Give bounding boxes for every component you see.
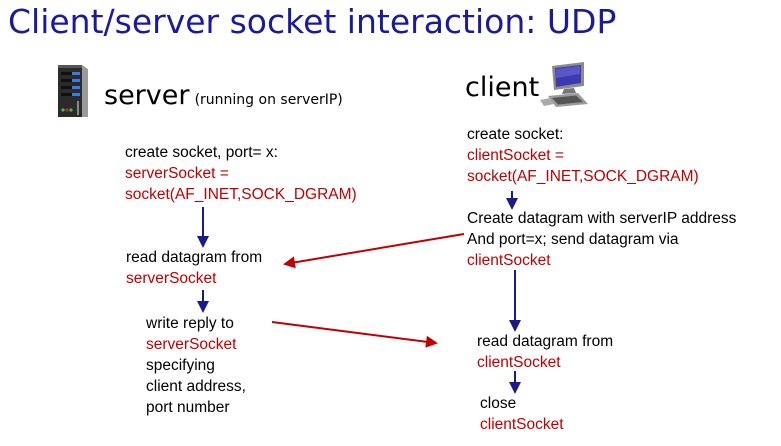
server-step-line: client address, xyxy=(146,378,246,395)
request-datagram-arrow xyxy=(283,233,465,269)
client-heading: client xyxy=(465,72,539,103)
client-step-line: Create datagram with serverIP address xyxy=(467,210,737,227)
server-tower-icon xyxy=(58,65,88,117)
client-step-line: socket(AF_INET,SOCK_DGRAM) xyxy=(467,168,699,185)
server-step-write-reply: write reply to serverSocket specifying c… xyxy=(146,313,246,418)
client-label: client xyxy=(465,72,540,103)
server-step-create-socket: create socket, port= x: serverSocket = s… xyxy=(125,142,357,205)
client-step-line: And port=x; send datagram via xyxy=(467,231,679,248)
server-step-line: specifying xyxy=(146,357,215,374)
server-step-line: socket(AF_INET,SOCK_DGRAM) xyxy=(125,186,357,203)
server-step-line: serverSocket xyxy=(126,270,217,287)
server-step-line: serverSocket xyxy=(146,336,237,353)
client-step-line: clientSocket = xyxy=(467,147,564,164)
server-step-line: create socket, port= x: xyxy=(125,144,278,161)
client-step-line: read datagram from xyxy=(477,333,614,350)
client-step-line: create socket: xyxy=(467,126,564,143)
client-step-line: clientSocket xyxy=(480,416,564,433)
server-label: server xyxy=(104,80,190,111)
client-step-read-datagram: read datagram from clientSocket xyxy=(477,331,613,373)
server-step-line: write reply to xyxy=(146,315,234,332)
server-step-line: serverSocket = xyxy=(125,165,229,182)
desktop-computer-icon xyxy=(540,62,588,107)
client-step-line: clientSocket xyxy=(477,354,561,371)
client-step-close: close clientSocket xyxy=(480,393,564,435)
client-step-line: close xyxy=(480,395,517,412)
server-sublabel: (running on serverIP) xyxy=(194,92,343,108)
server-step-line: read datagram from xyxy=(126,249,263,266)
client-step-line: clientSocket xyxy=(467,252,551,269)
server-step-read-datagram: read datagram from serverSocket xyxy=(126,247,262,289)
slide-title: Client/server socket interaction: UDP xyxy=(8,2,617,41)
server-heading: server (running on serverIP) xyxy=(104,80,343,111)
client-step-create-socket: create socket: clientSocket = socket(AF_… xyxy=(467,124,699,187)
server-step-line: port number xyxy=(146,399,230,416)
client-step-send-datagram: Create datagram with serverIP address An… xyxy=(467,208,736,271)
reply-datagram-arrow xyxy=(271,321,438,348)
